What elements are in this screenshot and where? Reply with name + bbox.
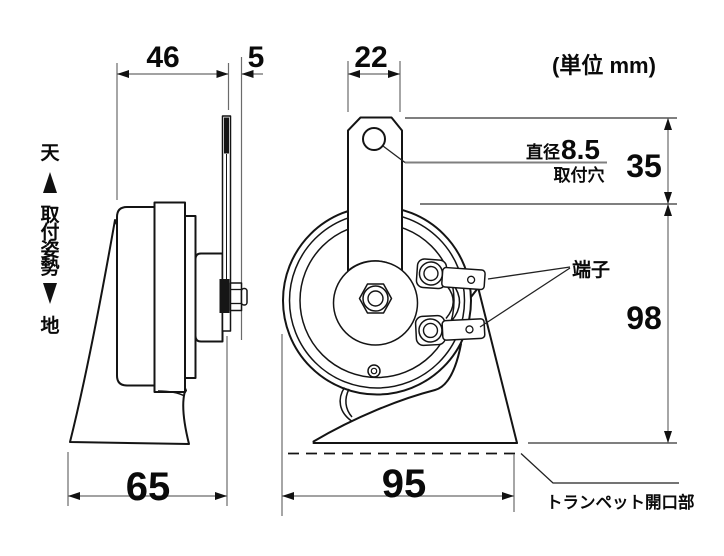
up-arrow-icon — [43, 172, 57, 193]
side-view — [69, 115, 248, 445]
terminal-label: 端子 — [572, 258, 610, 281]
trumpet-opening-label: トランペット開口部 — [546, 492, 695, 512]
dim-35: 35 — [626, 148, 662, 184]
side-bell-lip — [157, 390, 185, 397]
hole-name: 取付穴 — [554, 165, 605, 185]
side-nut — [229, 282, 243, 312]
orientation-ground: 地 — [40, 314, 59, 337]
unit-note: (単位 mm) — [552, 53, 656, 78]
front-curl — [339, 387, 352, 422]
side-washer — [219, 279, 230, 313]
side-housing-mid — [153, 201, 186, 393]
terminal-lower — [414, 314, 486, 347]
dim-5: 5 — [248, 41, 265, 74]
dimension-lines — [67, 61, 679, 516]
dim-95: 95 — [382, 462, 427, 506]
side-housing-rear — [116, 206, 156, 387]
dim-65: 65 — [126, 465, 171, 509]
front-view — [282, 116, 519, 455]
dim-22: 22 — [354, 41, 387, 74]
side-housing-front — [194, 252, 224, 343]
orientation-char-2: 付 — [40, 221, 59, 244]
labels: 46 5 22 (単位 mm) 直径 8.5 取付穴 35 98 端子 トランペ… — [40, 41, 695, 512]
dim-46: 46 — [146, 41, 179, 74]
front-bell-edge — [312, 343, 462, 443]
terminal-upper — [415, 258, 486, 291]
dim-hole-diameter: 8.5 — [561, 134, 600, 165]
orientation-char-1: 取 — [40, 204, 59, 226]
orientation-char-4: 勢 — [40, 256, 59, 279]
terminal-holder — [445, 285, 454, 319]
dim-98: 98 — [626, 300, 662, 336]
mounting-hole — [362, 127, 386, 151]
side-bolt-tip — [240, 287, 248, 306]
down-arrow-icon — [43, 283, 57, 304]
hole-dia-prefix: 直径 — [526, 142, 560, 162]
side-housing-step — [184, 215, 197, 379]
orientation-sky: 天 — [40, 143, 60, 164]
orientation-char-3: 姿 — [40, 238, 59, 261]
